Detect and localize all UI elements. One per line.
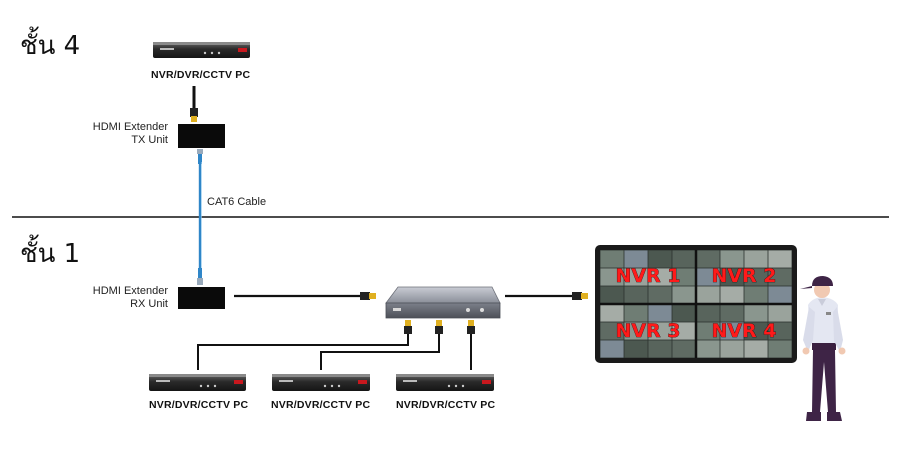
camera-feed-tile (744, 268, 768, 286)
camera-feed-tile (672, 322, 696, 340)
hdmi-cable-recorder-1 (197, 320, 412, 370)
camera-feed-tile (624, 250, 648, 268)
camera-feed-tile (768, 340, 792, 358)
recorder-1 (149, 374, 246, 391)
camera-feed-tile (624, 322, 648, 340)
camera-feed-tile (600, 250, 624, 268)
camera-feed-tile (720, 268, 744, 286)
recorder-label-1: NVR/DVR/CCTV PC (149, 399, 249, 411)
hdmi-switch (385, 286, 501, 319)
camera-feed-tile (768, 250, 792, 268)
camera-feed-tile (744, 286, 768, 304)
camera-feed-tile (720, 304, 744, 322)
monitor: NVR 1 NVR 2 NVR 3 NVR 4 (595, 245, 797, 363)
rx-unit (178, 287, 225, 309)
camera-feed-tile (648, 322, 672, 340)
tx-unit (178, 124, 225, 148)
camera-feed-tile (624, 268, 648, 286)
camera-feed-tile (600, 304, 624, 322)
camera-feed-tile (648, 340, 672, 358)
camera-feed-tile (648, 268, 672, 286)
hdmi-cable-top (190, 86, 198, 122)
recorder-3 (396, 374, 494, 391)
recorder-2 (272, 374, 370, 391)
hdmi-cable-recorder-2 (320, 320, 443, 370)
camera-feed-tile (672, 340, 696, 358)
camera-feed-tile (600, 340, 624, 358)
camera-feed-tile (696, 340, 720, 358)
camera-feed-tile (696, 250, 720, 268)
camera-feed-grid (600, 250, 792, 358)
camera-feed-tile (696, 268, 720, 286)
camera-feed-tile (720, 250, 744, 268)
camera-feed-tile (768, 322, 792, 340)
hdmi-cable-recorder-3 (467, 320, 475, 370)
cable-label: CAT6 Cable (207, 196, 267, 208)
floor-label-top: ชั้น 4 (20, 31, 81, 61)
tx-unit-label-line2: TX Unit (131, 134, 168, 146)
camera-feed-tile (696, 322, 720, 340)
camera-feed-tile (624, 286, 648, 304)
camera-feed-tile (600, 286, 624, 304)
monitor-tile-label-3: NVR 3 (615, 320, 680, 342)
camera-feed-tile (720, 340, 744, 358)
camera-feed-tile (672, 268, 696, 286)
camera-feed-tile (720, 286, 744, 304)
camera-feed-tile (768, 268, 792, 286)
monitor-tile-label-1: NVR 1 (615, 265, 680, 287)
camera-feed-tile (720, 322, 744, 340)
tx-unit-label: HDMI Extender TX Unit (60, 121, 168, 147)
recorder-label-2: NVR/DVR/CCTV PC (271, 399, 371, 411)
hdmi-cable-switch-to-monitor (505, 292, 588, 300)
camera-feed-tile (648, 304, 672, 322)
camera-feed-tile (744, 250, 768, 268)
security-guard-illustration (800, 276, 846, 421)
rx-unit-label: HDMI Extender RX Unit (60, 285, 168, 311)
camera-feed-tile (648, 250, 672, 268)
cat6-cable (197, 149, 203, 285)
rx-unit-label-line2: RX Unit (130, 298, 168, 310)
camera-feed-tile (768, 304, 792, 322)
camera-feed-tile (648, 286, 672, 304)
camera-feed-tile (624, 304, 648, 322)
camera-feed-tile (768, 286, 792, 304)
hdmi-cable-rx-to-switch (234, 292, 376, 300)
camera-feed-tile (672, 286, 696, 304)
monitor-tile-label-2: NVR 2 (711, 265, 776, 287)
camera-feed-tile (600, 322, 624, 340)
camera-feed-tile (672, 304, 696, 322)
monitor-tile-label-4: NVR 4 (711, 320, 776, 342)
recorder-label-3: NVR/DVR/CCTV PC (396, 399, 496, 411)
recorder-top (153, 42, 250, 58)
camera-feed-tile (696, 286, 720, 304)
tx-unit-label-line1: HDMI Extender (92, 121, 168, 133)
camera-feed-tile (600, 268, 624, 286)
rx-unit-label-line1: HDMI Extender (92, 285, 168, 297)
recorder-label-top: NVR/DVR/CCTV PC (151, 69, 251, 81)
camera-feed-tile (744, 304, 768, 322)
camera-feed-tile (624, 340, 648, 358)
floor-label-bottom: ชั้น 1 (20, 239, 81, 269)
camera-feed-tile (744, 340, 768, 358)
camera-feed-tile (744, 322, 768, 340)
camera-feed-tile (696, 304, 720, 322)
camera-feed-tile (672, 250, 696, 268)
